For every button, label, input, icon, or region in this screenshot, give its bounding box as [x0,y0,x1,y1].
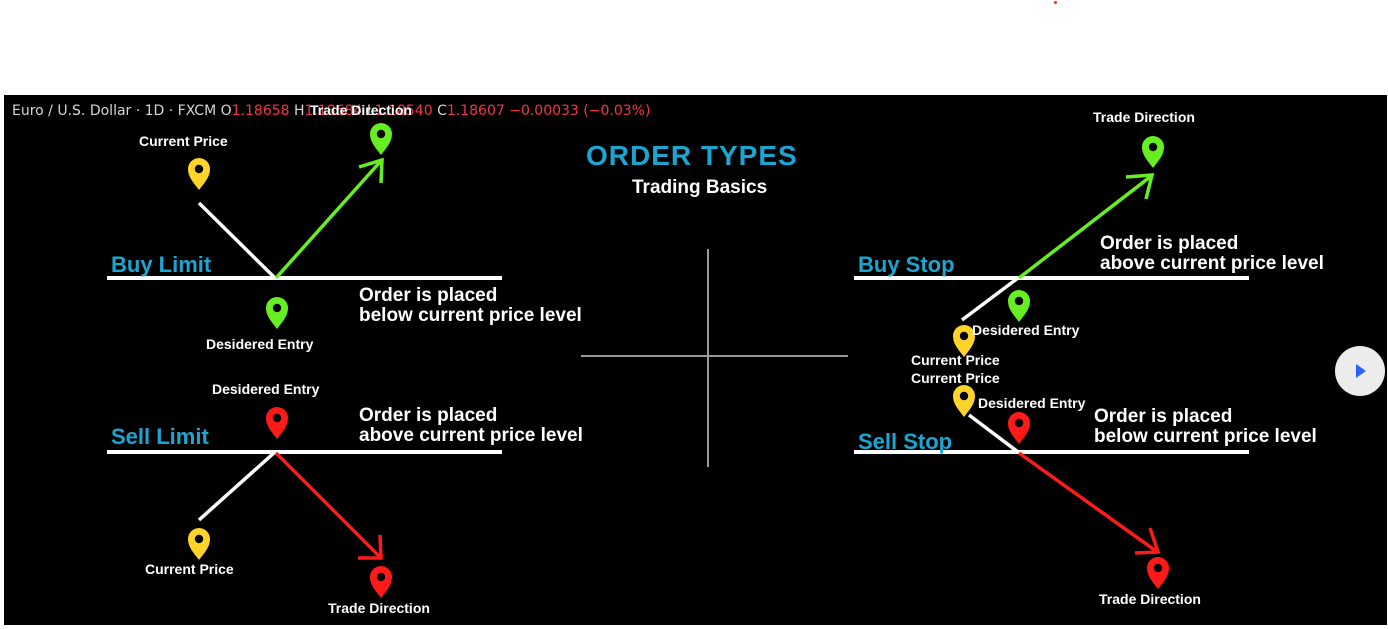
buy-limit-note: Order is placed below current price leve… [359,286,582,326]
buy-limit-arrowhead [358,157,384,184]
sell-limit-current-pin-icon [188,528,210,560]
close-value: 1.18607 [446,103,505,119]
sell-limit-current-price-label: Current Price [145,561,234,577]
low-label: L [366,103,375,119]
high-label: H [294,103,305,119]
buy-limit-direction-label: Trade Direction [310,102,412,118]
sell-stop-note-line1: Order is placed [1094,406,1233,427]
buy-stop-price-path [960,276,1020,322]
sell-limit-arrowhead [358,534,383,560]
sell-stop-price-path [967,413,1020,454]
high-value: 1.18684 [304,103,363,119]
open-value: 1.18658 [231,103,290,119]
play-button[interactable] [1335,346,1385,396]
sell-limit-note-line2: above current price level [359,425,583,446]
open-label: O [220,103,232,119]
sell-limit-entry-label: Desidered Entry [212,381,320,397]
sell-stop-current-pin-icon [953,385,975,417]
buy-stop-entry-pin-icon [1008,290,1030,322]
sell-stop-direction-arrow [1017,451,1158,553]
sell-stop-note-line2: below current price level [1094,426,1317,447]
buy-limit-label: Buy Limit [111,252,212,277]
page-subtitle: Trading Basics [632,177,768,198]
sell-stop-current-price-label: Current Price [911,370,1000,386]
buy-limit-direction-pin-icon [370,123,392,155]
symbol-name: Euro / U.S. Dollar · 1D · FXCM [12,103,217,119]
low-value: 1.18540 [374,103,433,119]
buy-stop-note: Order is placed above current price leve… [1100,234,1324,274]
sell-stop-direction-pin-icon [1147,557,1169,589]
sell-limit-note-line1: Order is placed [359,405,498,426]
sell-stop-label: Sell Stop [858,429,953,454]
sell-limit-entry-pin-icon [266,407,288,439]
buy-limit-current-pin-icon [188,158,210,190]
symbol-legend: Euro / U.S. Dollar · 1D · FXCM O1.18658 … [12,103,650,119]
change-value: −0.00033 (−0.03%) [509,103,651,119]
play-icon [1356,364,1366,378]
sell-stop-direction-label: Trade Direction [1099,591,1201,607]
sell-limit-direction-pin-icon [370,566,392,598]
buy-limit-current-price-label: Current Price [139,133,228,149]
sell-stop-note: Order is placed below current price leve… [1094,407,1317,447]
buy-limit-entry-label: Desidered Entry [206,336,314,352]
buy-limit-entry-pin-icon [266,297,288,329]
sell-limit-note: Order is placed above current price leve… [359,406,583,446]
buy-stop-entry-label: Desidered Entry [972,322,1080,338]
buy-limit-direction-arrow [274,160,382,280]
chart-canvas: Euro / U.S. Dollar · 1D · FXCM O1.18658 … [4,95,1387,625]
sell-limit-label: Sell Limit [111,424,209,449]
order-types-diagram [107,123,1249,598]
buy-stop-direction-label: Trade Direction [1093,109,1195,125]
buy-stop-direction-arrow [1017,175,1152,280]
buy-stop-label: Buy Stop [858,252,955,277]
buy-limit-note-line2: below current price level [359,305,582,326]
buy-stop-note-line1: Order is placed [1100,233,1239,254]
buy-stop-arrowhead [1125,173,1155,200]
sell-limit-price-path [197,450,277,522]
page-title: ORDER TYPES [586,140,798,171]
sell-limit-direction-label: Trade Direction [328,600,430,616]
buy-limit-note-line1: Order is placed [359,285,498,306]
decorative-dot [1054,1,1057,4]
sell-limit-direction-arrow [274,451,382,559]
sell-stop-entry-pin-icon [1008,412,1030,444]
buy-stop-current-price-label: Current Price [911,352,1000,368]
buy-limit-price-path [197,201,277,280]
close-label: C [437,103,447,119]
buy-stop-note-line2: above current price level [1100,253,1324,274]
sell-stop-arrowhead [1134,527,1161,555]
buy-stop-direction-pin-icon [1142,136,1164,168]
sell-stop-entry-label: Desidered Entry [978,395,1086,411]
